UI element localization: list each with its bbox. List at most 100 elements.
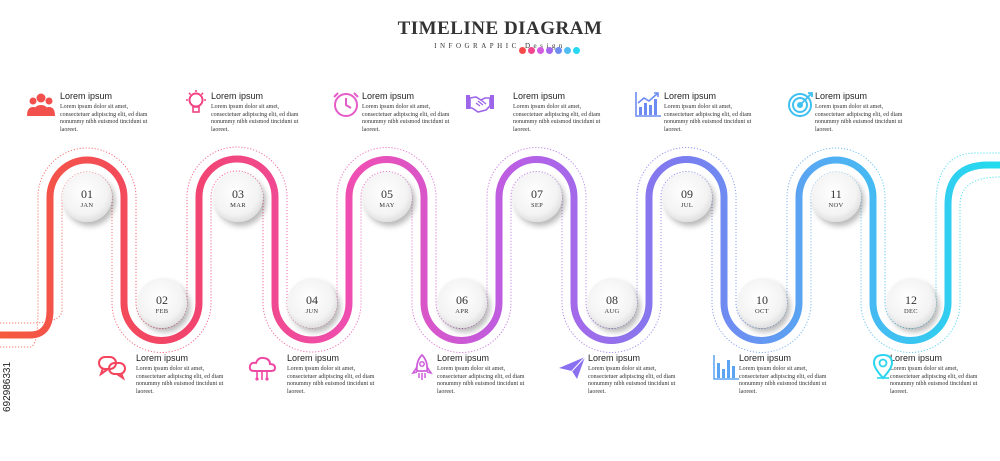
cloud-network-icon	[248, 354, 277, 382]
color-dot	[537, 47, 544, 54]
milestone-circle	[62, 172, 112, 222]
milestone-number: 02	[156, 293, 168, 307]
milestone-title: Lorem ipsum	[60, 91, 113, 101]
milestone-circle	[213, 172, 263, 222]
milestone-month: OCT	[755, 308, 769, 315]
milestone-title: Lorem ipsum	[362, 91, 415, 101]
lightbulb-icon	[182, 89, 210, 117]
color-dot	[564, 47, 571, 54]
rocket-icon	[408, 353, 436, 381]
diagram-title: TIMELINE DIAGRAM	[397, 18, 603, 39]
milestone-month: JAN	[80, 202, 94, 209]
milestone-description: Lorem ipsum dolor sit amet, consectetuer…	[815, 104, 903, 133]
milestone-circle	[587, 278, 637, 328]
milestone-description: Lorem ipsum dolor sit amet, consectetuer…	[739, 366, 827, 395]
team-icon	[27, 90, 55, 118]
milestone-title: Lorem ipsum	[513, 91, 566, 101]
milestone-month: FEB	[155, 308, 169, 315]
diagram-subtitle: INFOGRAPHIC Design	[434, 42, 566, 50]
milestone-description: Lorem ipsum dolor sit amet, consectetuer…	[287, 366, 375, 395]
image-id-label: 692986331	[2, 361, 13, 412]
paper-plane-icon	[558, 354, 586, 382]
milestone-title: Lorem ipsum	[211, 91, 264, 101]
milestone-circle	[737, 278, 787, 328]
milestone-title: Lorem ipsum	[664, 91, 717, 101]
milestone-month: AUG	[604, 308, 620, 315]
milestone-title: Lorem ipsum	[136, 353, 189, 363]
milestone-description: Lorem ipsum dolor sit amet, consectetuer…	[664, 104, 752, 133]
milestone-circle	[437, 278, 487, 328]
location-pin-icon	[869, 352, 897, 380]
milestone-number: 07	[531, 187, 543, 201]
milestone-circle	[886, 278, 936, 328]
milestone-description: Lorem ipsum dolor sit amet, consectetuer…	[437, 366, 525, 395]
growth-chart-icon	[634, 90, 662, 118]
color-dots	[519, 47, 580, 54]
milestone-number: 12	[905, 293, 917, 307]
target-icon	[787, 90, 815, 118]
handshake-icon	[466, 90, 494, 118]
milestone-title: Lorem ipsum	[890, 353, 943, 363]
milestone-title: Lorem ipsum	[588, 353, 641, 363]
clock-icon	[332, 91, 360, 119]
header: TIMELINE DIAGRAM INFOGRAPHIC Design	[0, 18, 1000, 50]
milestone-description: Lorem ipsum dolor sit amet, consectetuer…	[211, 104, 299, 133]
milestone-title: Lorem ipsum	[739, 353, 792, 363]
color-dot	[555, 47, 562, 54]
milestone-number: 03	[232, 187, 244, 201]
milestone-description: Lorem ipsum dolor sit amet, consectetuer…	[136, 366, 224, 395]
color-dot	[528, 47, 535, 54]
color-dot	[573, 47, 580, 54]
milestone-month: JUL	[680, 202, 694, 209]
color-dot	[519, 47, 526, 54]
milestone-number: 04	[306, 293, 318, 307]
milestone-number: 01	[81, 187, 93, 201]
milestone-month: JUN	[305, 308, 319, 315]
milestone-title: Lorem ipsum	[287, 353, 340, 363]
milestone-title: Lorem ipsum	[815, 91, 868, 101]
milestone-circle	[137, 278, 187, 328]
bar-chart-icon	[712, 353, 740, 381]
milestone-number: 06	[456, 293, 468, 307]
milestone-month: NOV	[828, 202, 844, 209]
milestone-description: Lorem ipsum dolor sit amet, consectetuer…	[890, 366, 978, 395]
milestone-month: APR	[455, 308, 469, 315]
chat-bubbles-icon	[98, 353, 126, 381]
milestone-description: Lorem ipsum dolor sit amet, consectetuer…	[588, 366, 676, 395]
milestone-month: SEP	[530, 202, 544, 209]
milestone-description: Lorem ipsum dolor sit amet, consectetuer…	[362, 104, 450, 133]
milestone-circle	[512, 172, 562, 222]
milestone-month: DEC	[904, 308, 918, 315]
milestone-number: 09	[681, 187, 693, 201]
milestone-number: 08	[606, 293, 618, 307]
milestone-circle	[287, 278, 337, 328]
milestone-number: 11	[830, 187, 842, 201]
milestone-circle	[811, 172, 861, 222]
color-dot	[546, 47, 553, 54]
milestone-circle	[362, 172, 412, 222]
milestone-month: MAY	[379, 202, 395, 209]
